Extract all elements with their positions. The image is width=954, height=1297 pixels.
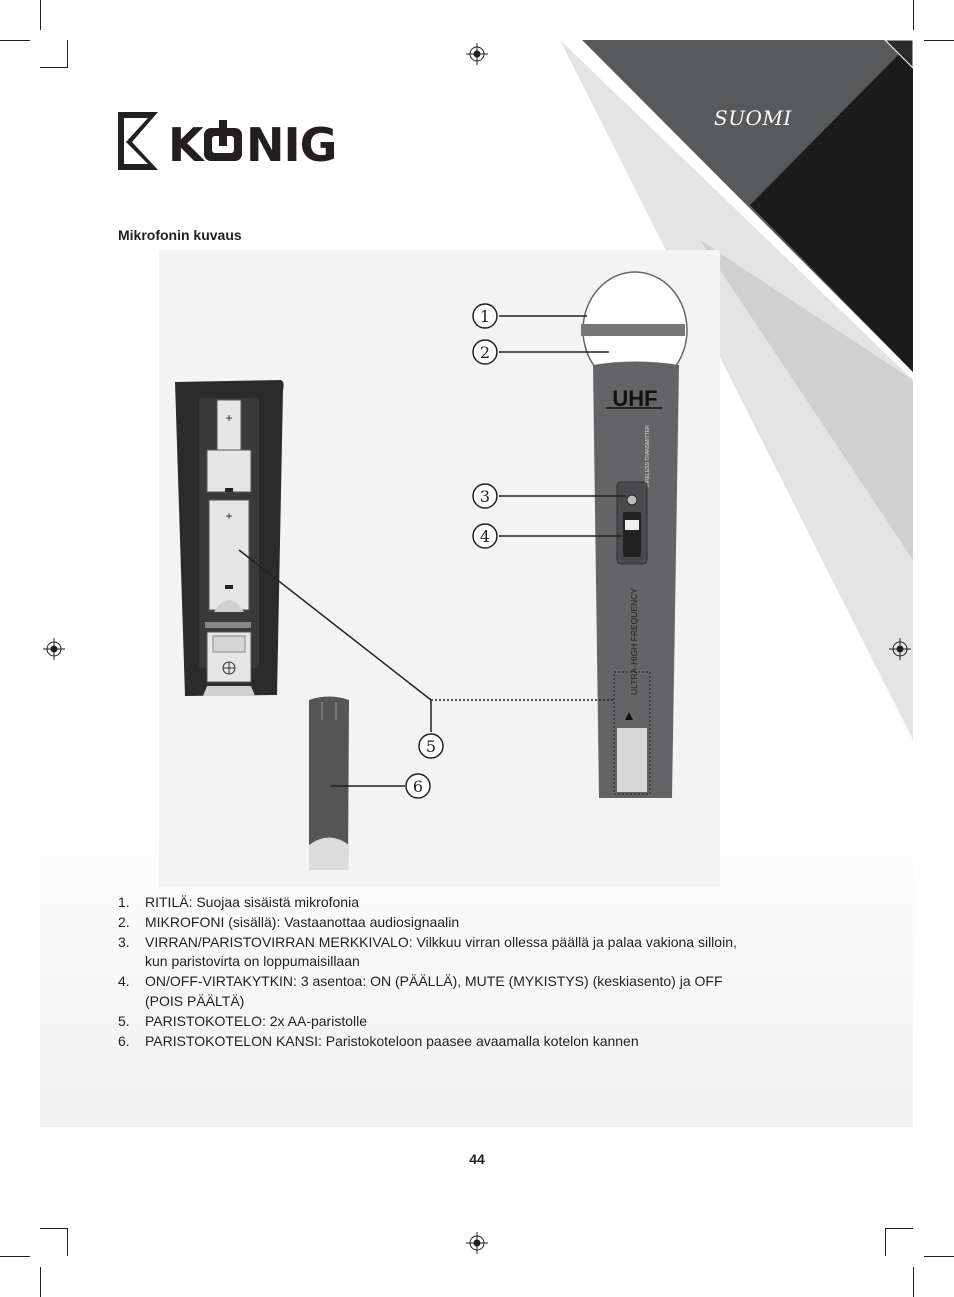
callout-4: 4: [472, 523, 498, 549]
registration-mark-icon: [466, 43, 488, 65]
svg-text:+: +: [225, 411, 232, 425]
registration-mark-icon: [43, 638, 65, 660]
list-item: 1.RITILÄ: Suojaa sisäistä mikrofonia: [118, 894, 359, 910]
list-item: 3.VIRRAN/PARISTOVIRRAN MERKKIVALO: Vilkk…: [118, 933, 737, 970]
battery-cover: [309, 696, 349, 870]
callout-3: 3: [472, 483, 498, 509]
svg-text:+: +: [225, 509, 232, 523]
callout-5: 5: [418, 733, 444, 759]
svg-text:UHF: UHF: [612, 386, 657, 411]
registration-mark-icon: [889, 638, 911, 660]
svg-text:2: 2: [480, 343, 490, 362]
microphone-diagram: + + UHF WIRELESS TRANSMITTER ULTRA-HIGH …: [159, 250, 720, 886]
callout-1: 1: [472, 303, 498, 329]
list-item: 6.PARISTOKOTELON KANSI: Paristokoteloon …: [118, 1032, 639, 1049]
microphone: UHF WIRELESS TRANSMITTER ULTRA-HIGH FREQ…: [581, 271, 688, 798]
svg-text:NIG: NIG: [246, 118, 336, 172]
battery-compartment-body: + +: [175, 380, 284, 696]
component-list: 1.RITILÄ: Suojaa sisäistä mikrofonia 2.M…: [118, 893, 758, 1051]
konig-logo: K NIG: [118, 112, 337, 172]
list-item: 5.PARISTOKOTELO: 2x AA-paristolle: [118, 1012, 368, 1029]
callout-6: 6: [405, 773, 431, 799]
list-item: 2.MIKROFONI (sisällä): Vastaanottaa audi…: [118, 913, 460, 930]
section-heading: Mikrofonin kuvaus: [118, 227, 242, 243]
svg-text:6: 6: [413, 777, 423, 796]
list-item: 4.ON/OFF-VIRTAKYTKIN: 3 asentoa: ON (PÄÄ…: [118, 973, 723, 1009]
svg-text:5: 5: [426, 737, 436, 756]
svg-text:K: K: [168, 118, 206, 172]
svg-text:ULTRA-HIGH FREQUENCY: ULTRA-HIGH FREQUENCY: [629, 588, 639, 695]
registration-mark-icon: [466, 1232, 488, 1254]
svg-text:4: 4: [480, 527, 490, 546]
callout-2: 2: [472, 339, 498, 365]
svg-text:3: 3: [480, 487, 490, 506]
leader-lines: [238, 315, 626, 787]
svg-text:1: 1: [480, 307, 490, 326]
logo-o-umlaut: [204, 120, 242, 161]
svg-text:WIRELESS TRANSMITTER: WIRELESS TRANSMITTER: [645, 425, 651, 488]
page-number: 44: [469, 1151, 485, 1167]
language-label: SUOMI: [714, 106, 792, 130]
